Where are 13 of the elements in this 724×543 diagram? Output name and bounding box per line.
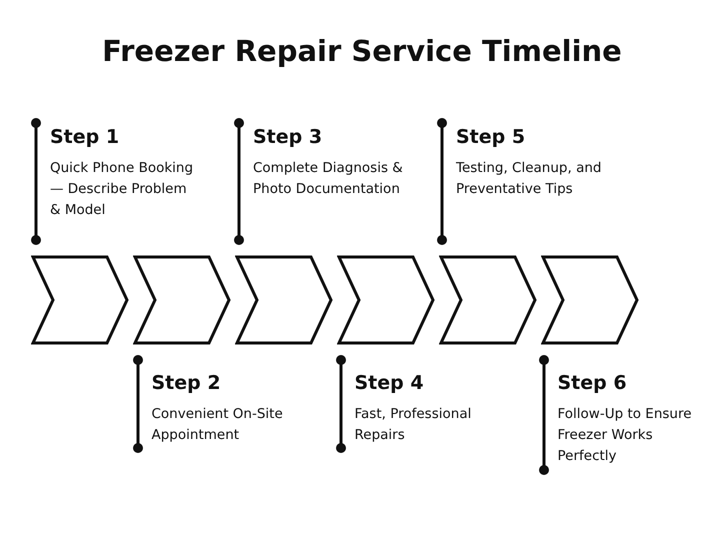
step-description: Complete Diagnosis & Photo Documentation xyxy=(253,159,403,199)
step-description: Testing, Cleanup, and Preventative Tips xyxy=(456,159,602,199)
step-description: Quick Phone Booking — Describe Problem & Model xyxy=(50,159,194,220)
step-description: Fast, Professional Repairs xyxy=(354,405,472,445)
step-description: Convenient On-Site Appointment xyxy=(152,405,284,445)
step-description: Follow-Up to Ensure Freezer Works Perfectly xyxy=(558,405,693,466)
step-heading: Step 1 xyxy=(50,126,120,148)
step-heading: Step 6 xyxy=(558,372,628,394)
step-heading: Step 2 xyxy=(152,372,222,394)
step-heading: Step 3 xyxy=(253,126,324,148)
step-heading: Step 5 xyxy=(456,126,526,148)
title: Freezer Repair Service Timeline xyxy=(101,34,623,68)
step-heading: Step 4 xyxy=(354,372,425,394)
